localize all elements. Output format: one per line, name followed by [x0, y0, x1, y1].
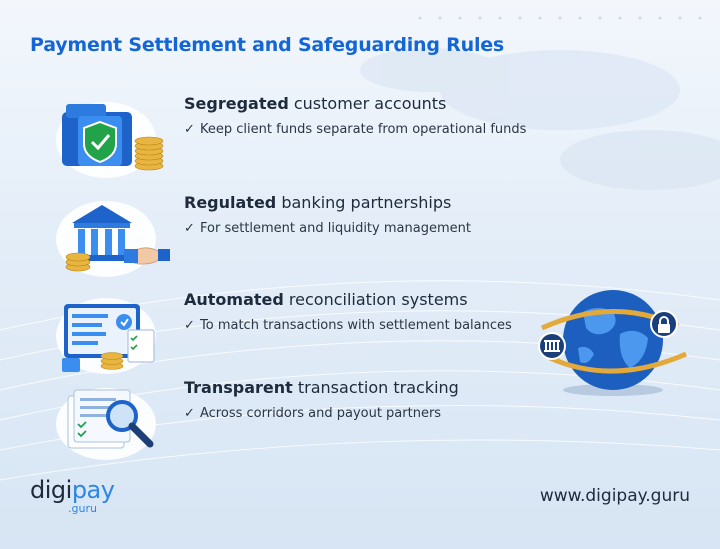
- reconciliation-dashboard-icon: [56, 298, 156, 374]
- rule-heading: Segregated customer accounts: [184, 94, 447, 113]
- rule-detail: ✓Keep client funds separate from operati…: [184, 122, 527, 137]
- digipay-logo: digipay .guru: [30, 476, 115, 515]
- rule-item-segregated: Segregated customer accounts ✓Keep clien…: [54, 94, 574, 184]
- website-url: www.digipay.guru: [539, 486, 690, 506]
- bank-handshake-icon: [56, 201, 170, 277]
- rule-detail: ✓To match transactions with settlement b…: [184, 318, 512, 333]
- check-icon: ✓: [184, 406, 195, 421]
- rule-heading: Automated reconciliation systems: [184, 290, 468, 309]
- check-icon: ✓: [184, 122, 195, 137]
- check-icon: ✓: [184, 221, 195, 236]
- rule-item-regulated: Regulated banking partnerships ✓For sett…: [54, 193, 574, 283]
- document-magnifier-icon: [56, 388, 156, 460]
- rule-item-automated: Automated reconciliation systems ✓To mat…: [54, 290, 574, 380]
- rule-detail: ✓For settlement and liquidity management: [184, 221, 471, 236]
- rule-detail: ✓Across corridors and payout partners: [184, 406, 442, 421]
- check-icon: ✓: [184, 318, 195, 333]
- globe-icon: [538, 290, 688, 396]
- rule-heading: Transparent transaction tracking: [184, 378, 459, 397]
- rule-item-transparent: Transparent transaction tracking ✓Across…: [54, 378, 574, 468]
- page-title: Payment Settlement and Safeguarding Rule…: [30, 34, 505, 56]
- rule-heading: Regulated banking partnerships: [184, 193, 452, 212]
- shield-folder-coins-icon: [56, 102, 164, 178]
